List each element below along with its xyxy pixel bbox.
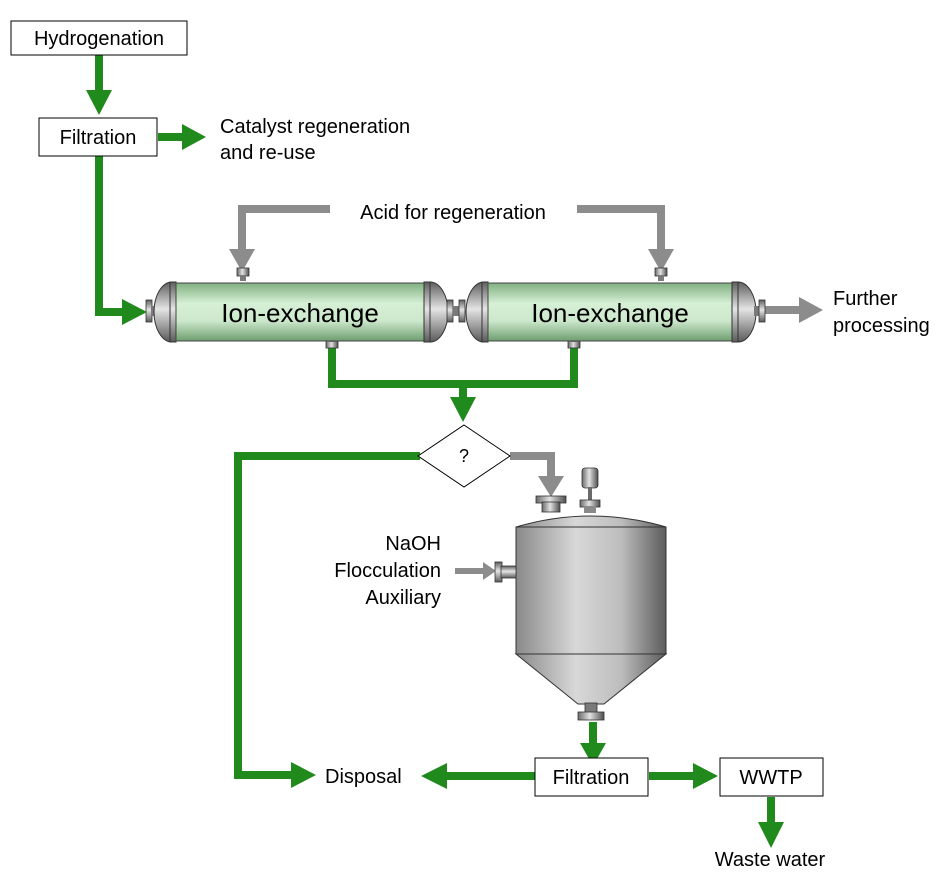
decision-label: ?	[459, 446, 469, 466]
hydrogenation-label: Hydrogenation	[34, 28, 164, 50]
disposal-label: Disposal	[325, 766, 402, 788]
decision-diamond: ?	[417, 424, 511, 488]
filtration-top-label: Filtration	[60, 127, 137, 149]
filtration-bottom-box: Filtration	[534, 757, 649, 797]
catalyst-label-line1: Catalyst regeneration	[220, 116, 410, 138]
precipitation-tank	[494, 467, 668, 721]
wwtp-label: WWTP	[739, 767, 802, 789]
ion-exchange-vessel-2: Ion-exchange	[465, 267, 766, 349]
auxiliary-label: Auxiliary	[365, 587, 441, 609]
wwtp-box: WWTP	[719, 757, 824, 797]
waste-water-label: Waste water	[715, 849, 826, 871]
flocculation-label: Flocculation	[334, 560, 441, 582]
further-label-line1: Further	[833, 288, 898, 310]
ion-exchange-vessel-1: Ion-exchange	[145, 267, 449, 349]
vessel-coupling	[446, 299, 466, 323]
main-flow-lines	[86, 55, 784, 848]
hydrogenation-box: Hydrogenation	[10, 20, 188, 56]
ion-exchange-2-label: Ion-exchange	[531, 298, 689, 328]
naoh-label: NaOH	[385, 533, 441, 555]
catalyst-label-line2: and re-use	[220, 142, 316, 164]
filtration-top-box: Filtration	[38, 117, 158, 157]
filtration-bottom-label: Filtration	[553, 767, 630, 789]
ion-exchange-1-label: Ion-exchange	[221, 298, 379, 328]
aux-flow-lines	[229, 205, 823, 580]
further-label-line2: processing	[833, 315, 930, 337]
acid-label: Acid for regeneration	[360, 202, 546, 224]
